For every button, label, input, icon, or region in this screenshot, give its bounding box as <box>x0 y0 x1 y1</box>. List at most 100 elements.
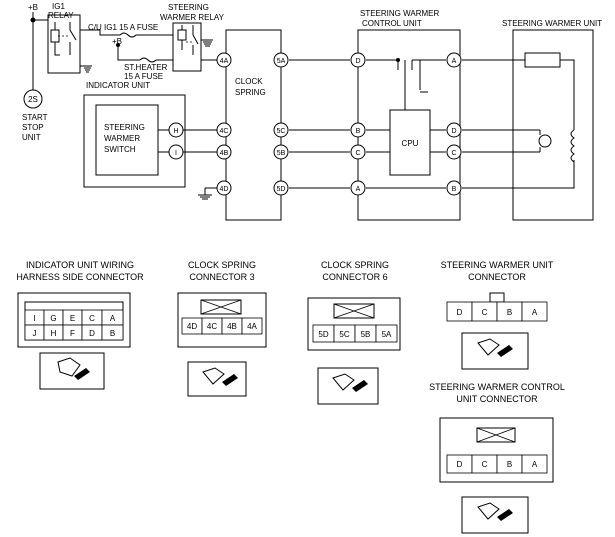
indicator-unit-label: INDICATOR UNIT <box>86 81 150 90</box>
pin-label-5c: 5C <box>277 128 286 135</box>
st-heater-fuse-label-1: ST.HEATER <box>124 63 168 72</box>
terminal-cu-d <box>350 52 366 68</box>
start-stop-label-2: STOP <box>22 123 44 132</box>
terminal-2s <box>23 89 43 109</box>
terminal-cu-out-c <box>446 144 462 160</box>
cs3-title-1: CLOCK SPRING <box>188 260 256 270</box>
pin-label-cu-c: C <box>355 150 360 157</box>
terminal-cu-c <box>350 144 366 160</box>
steering-warmer-unit-label: STEERING WARMER UNIT <box>502 19 602 28</box>
cs6-pin: 5C <box>339 330 349 339</box>
indicator-connector-title-1: INDICATOR UNIT WIRING <box>26 260 134 270</box>
terminal-5a <box>273 52 289 68</box>
swu-title-2: CONNECTOR <box>468 272 526 282</box>
cu-ig1-fuse-label: C/U IG1 15 A FUSE <box>88 23 158 32</box>
pin-label-cu-out-a: A <box>452 58 457 65</box>
ig1-relay-label-2: RELAY <box>48 11 74 20</box>
cs6-title-2: CONNECTOR 6 <box>322 272 387 282</box>
ground-symbols <box>83 39 213 200</box>
pin-label-4b: 4B <box>220 150 229 157</box>
terminal-4c <box>216 122 232 138</box>
terminal-4b <box>216 144 232 160</box>
pin-label-cu-b: B <box>356 128 361 135</box>
clock-spring-connector-6: CLOCK SPRING CONNECTOR 6 5D 5C 5B 5A <box>307 260 401 405</box>
steering-warmer-unit-connector: STEERING WARMER UNIT CONNECTOR D C B A <box>441 260 554 370</box>
indicator-pin: C <box>89 314 95 323</box>
indicator-connector: INDICATOR UNIT WIRING HARNESS SIDE CONNE… <box>16 260 144 390</box>
sw-switch-label-2: WARMER <box>104 134 140 143</box>
cs3-pin: 4D <box>187 322 197 331</box>
terminal-cu-out-d <box>446 122 462 138</box>
terminal-2s-label: 2S <box>28 95 38 104</box>
terminal-5d <box>273 180 289 196</box>
pin-label-4c: 4C <box>220 128 229 135</box>
cs6-pin: 5A <box>382 330 392 339</box>
cs6-pin: 5D <box>318 330 328 339</box>
swcu-pin: A <box>532 460 538 469</box>
pin-label-i: I <box>175 150 177 157</box>
start-stop-label-3: UNIT <box>22 133 41 142</box>
swu-pin: B <box>507 308 512 317</box>
st-heater-fuse-label-2: 15 A FUSE <box>124 72 163 81</box>
pin-label-h: H <box>173 128 178 135</box>
pin-label-5a: 5A <box>277 58 286 65</box>
cs3-pin: 4B <box>227 322 237 331</box>
swu-pin: D <box>457 308 463 317</box>
terminal-5b <box>273 144 289 160</box>
sw-relay-label-1: STEERING <box>168 3 209 12</box>
cs3-title-2: CONNECTOR 3 <box>189 272 254 282</box>
terminal-5c <box>273 122 289 138</box>
junction-dots <box>30 17 400 62</box>
sw-relay-label-2: WARMER RELAY <box>160 13 225 22</box>
clock-spring-label-1: CLOCK <box>235 77 263 86</box>
swu-pin: A <box>532 308 538 317</box>
indicator-pin: D <box>89 329 95 338</box>
pin-label-4a: 4A <box>220 58 229 65</box>
indicator-pin: E <box>70 314 75 323</box>
indicator-connector-cells: I G E C A J H F D B <box>24 309 124 341</box>
terminal-cu-b <box>350 122 366 138</box>
terminal-pin-labels: H I 4A 4C 4B 4D 5A 5C 5B 5D D B C A A D … <box>173 58 456 193</box>
sw-switch-label-3: SWITCH <box>104 145 136 154</box>
swcu-pin: B <box>507 460 512 469</box>
swu-pin: C <box>482 308 488 317</box>
start-stop-label-1: START <box>22 113 48 122</box>
cs6-pin: 5B <box>361 330 371 339</box>
pin-label-4d: 4D <box>220 186 229 193</box>
swcu-title-1: STEERING WARMER CONTROL <box>429 382 565 392</box>
pin-label-5d: 5D <box>277 186 286 193</box>
terminal-cu-out-b <box>446 180 462 196</box>
terminal-h <box>168 122 184 138</box>
cpu-label: CPU <box>402 139 419 148</box>
indicator-pin: H <box>51 329 57 338</box>
indicator-pin: J <box>33 329 37 338</box>
terminal-i <box>168 144 184 160</box>
cs3-pin: 4C <box>207 322 217 331</box>
cs3-pin: 4A <box>247 322 257 331</box>
pin-label-5b: 5B <box>277 150 286 157</box>
swu-title-1: STEERING WARMER UNIT <box>441 260 554 270</box>
terminal-4d <box>216 180 232 196</box>
steering-warmer-control-unit-connector: STEERING WARMER CONTROL UNIT CONNECTOR D… <box>429 382 565 534</box>
pin-label-cu-out-c: C <box>451 150 456 157</box>
plus-b-mid-label: +B <box>112 37 122 46</box>
indicator-pin: G <box>50 314 56 323</box>
terminal-cu-out-a <box>446 52 462 68</box>
ig1-relay-label-1: IG1 <box>52 2 65 11</box>
terminal-4a <box>216 52 232 68</box>
terminal-markers <box>23 52 462 196</box>
pin-label-cu-d: D <box>355 58 360 65</box>
indicator-pin: A <box>110 314 116 323</box>
pin-label-cu-a: A <box>356 186 361 193</box>
cs6-title-1: CLOCK SPRING <box>321 260 389 270</box>
pin-label-cu-out-b: B <box>452 186 457 193</box>
control-unit-label-2: CONTROL UNIT <box>362 19 422 28</box>
swcu-title-2: UNIT CONNECTOR <box>456 394 538 404</box>
schematic-labels: +B IG1 RELAY C/U IG1 15 A FUSE STEERING … <box>22 2 602 154</box>
swcu-pin: D <box>457 460 463 469</box>
plus-b-left-label: +B <box>28 3 38 12</box>
schematic-wires <box>32 12 594 221</box>
indicator-pin: B <box>110 329 115 338</box>
terminal-cu-a <box>350 180 366 196</box>
